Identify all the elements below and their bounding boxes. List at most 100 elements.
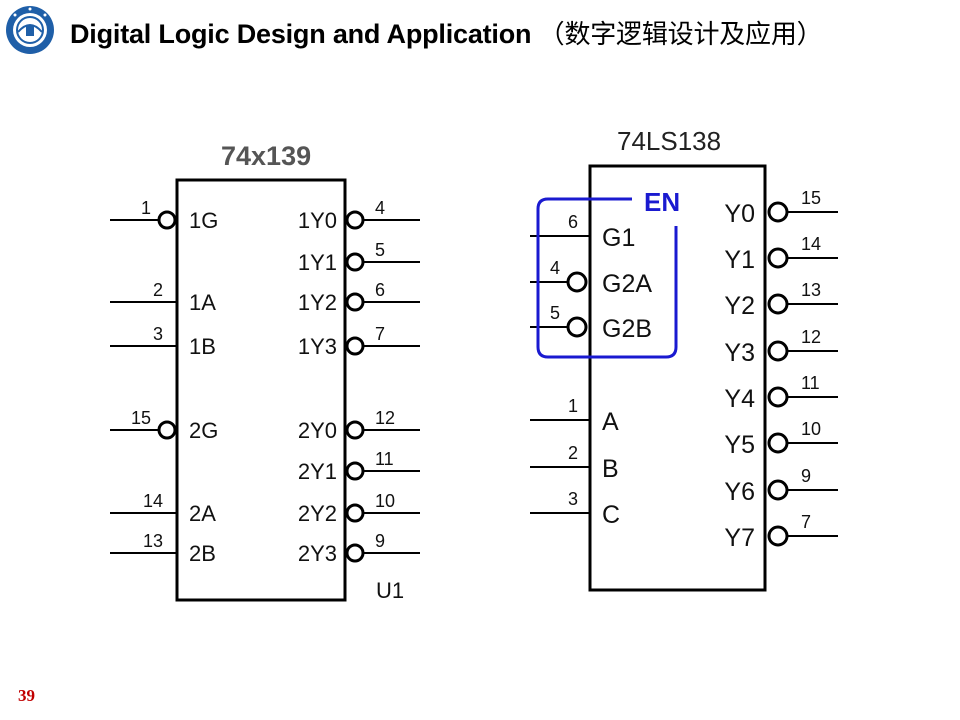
pin-number: 13 — [143, 531, 163, 551]
input-pin: 1 1G — [110, 198, 218, 233]
pin-number: 13 — [801, 280, 821, 300]
output-pin: 10 2Y2 — [298, 491, 420, 526]
input-pin: 2 1A — [110, 280, 216, 315]
input-pin: 2B — [530, 443, 619, 483]
chip-name: 74LS138 — [617, 126, 721, 156]
pin-label: Y4 — [724, 385, 755, 413]
output-pin: 9Y6 — [724, 466, 838, 506]
pin-number: 6 — [568, 212, 578, 232]
pin-number: 5 — [550, 303, 560, 323]
pin-label: Y7 — [724, 524, 755, 552]
inversion-bubble — [566, 271, 588, 293]
inversion-bubble — [767, 525, 789, 547]
pin-number: 3 — [153, 324, 163, 344]
pin-label: 2Y2 — [298, 501, 337, 526]
pin-number: 3 — [568, 489, 578, 509]
output-pin: 12 2Y0 — [298, 408, 420, 443]
pin-number: 9 — [801, 466, 811, 486]
pin-label: 1Y2 — [298, 290, 337, 315]
enable-group-label: EN — [644, 187, 680, 217]
output-pin: 7 1Y3 — [298, 324, 420, 359]
chip-body — [175, 178, 347, 602]
input-pin: 15 2G — [110, 408, 218, 443]
pin-label: 2G — [189, 418, 218, 443]
pin-number: 12 — [375, 408, 395, 428]
pin-label: B — [602, 455, 619, 483]
pin-number: 11 — [375, 449, 394, 469]
inversion-bubble — [345, 503, 365, 523]
university-logo-icon — [6, 6, 54, 54]
input-pin: 3C — [530, 489, 620, 529]
pin-number: 4 — [375, 198, 385, 218]
pin-label: Y2 — [724, 292, 755, 320]
pin-number: 12 — [801, 327, 821, 347]
output-pin: 9 2Y3 — [298, 531, 420, 566]
inversion-bubble — [157, 210, 177, 230]
pin-number: 14 — [143, 491, 163, 511]
pin-label: 2B — [189, 541, 216, 566]
pin-number: 2 — [568, 443, 578, 463]
inversion-bubble — [345, 336, 365, 356]
pin-label: Y0 — [724, 200, 755, 228]
chip-body — [588, 164, 767, 592]
pin-number: 6 — [375, 280, 385, 300]
pin-label: 2Y1 — [298, 459, 337, 484]
output-pin: 7Y7 — [724, 512, 838, 552]
pin-label: Y6 — [724, 478, 755, 506]
pin-number: 11 — [801, 373, 820, 393]
enable-group-box — [536, 197, 678, 359]
pin-label: 1Y1 — [298, 250, 337, 275]
pin-number: 10 — [801, 419, 821, 439]
pin-label: 2Y3 — [298, 541, 337, 566]
inversion-bubble — [767, 479, 789, 501]
inversion-bubble — [157, 420, 177, 440]
pin-label: Y3 — [724, 339, 755, 367]
slide-header: Digital Logic Design and Application （数字… — [0, 0, 960, 70]
pin-number: 5 — [375, 240, 385, 260]
output-pin: 6 1Y2 — [298, 280, 420, 315]
inversion-bubble — [767, 432, 789, 454]
pin-number: 10 — [375, 491, 395, 511]
output-pin: 11 2Y1 — [298, 449, 420, 484]
pin-number: 9 — [375, 531, 385, 551]
pin-number: 4 — [550, 258, 560, 278]
pin-label: 1A — [189, 290, 216, 315]
input-pin: 1A — [530, 396, 619, 436]
pin-label: 1Y3 — [298, 334, 337, 359]
page-title-chinese: （数字逻辑设计及应用） — [538, 20, 823, 50]
inversion-bubble — [767, 386, 789, 408]
input-pin: 6G1 — [530, 212, 635, 252]
inversion-bubble — [345, 420, 365, 440]
pin-label: 1G — [189, 208, 218, 233]
pin-number: 1 — [141, 198, 151, 218]
pin-number: 7 — [375, 324, 385, 344]
input-pin: 13 2B — [110, 531, 216, 566]
pin-label: 1B — [189, 334, 216, 359]
pin-number: 15 — [131, 408, 151, 428]
inversion-bubble — [566, 316, 588, 338]
pin-label: A — [602, 408, 619, 436]
inversion-bubble — [767, 293, 789, 315]
pin-number: 2 — [153, 280, 163, 300]
pin-label: C — [602, 501, 620, 529]
enable-group: EN — [536, 187, 680, 359]
page-title: Digital Logic Design and Application （数字… — [70, 19, 823, 50]
pin-label: 2Y0 — [298, 418, 337, 443]
pin-label: Y5 — [724, 431, 755, 459]
pin-label: Y1 — [724, 246, 755, 274]
pin-number: 14 — [801, 234, 821, 254]
chip-name: 74x139 — [221, 141, 311, 171]
pin-label: 2A — [189, 501, 216, 526]
inversion-bubble — [345, 252, 365, 272]
inversion-bubble — [345, 210, 365, 230]
inversion-bubble — [345, 543, 365, 563]
